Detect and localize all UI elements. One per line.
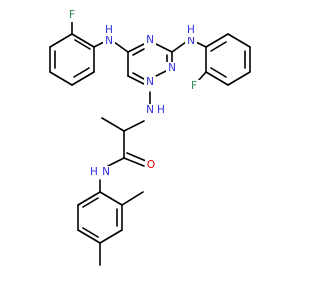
atom-label-hydrogen: H bbox=[90, 166, 98, 178]
molecule-structure: F F H N N H N N N bbox=[49, 9, 251, 266]
atom-nh-left: H N bbox=[103, 24, 115, 48]
atom-nh-amide: N H bbox=[89, 166, 112, 179]
atom-triazine-n-right: N bbox=[166, 62, 178, 75]
atom-label-nitrogen: N bbox=[146, 34, 154, 46]
atom-label-hydrogen: H bbox=[187, 24, 195, 36]
atom-labels: F F H N N H N N N bbox=[66, 9, 200, 179]
atom-label-fluorine: F bbox=[191, 80, 197, 92]
atom-label-nitrogen: N bbox=[105, 35, 113, 47]
molecule-diagram: F F H N N H N N N bbox=[49, 9, 251, 266]
atom-f-right: F bbox=[188, 80, 200, 93]
atom-label-nitrogen: N bbox=[168, 62, 176, 74]
atom-triazine-n-left: N bbox=[144, 76, 156, 89]
atom-label-nitrogen: N bbox=[146, 104, 154, 116]
atom-label-nitrogen: N bbox=[187, 35, 195, 47]
atom-nh-right: N H bbox=[185, 24, 197, 48]
atom-o-carbonyl: O bbox=[145, 159, 157, 172]
atom-triazine-n-top: N bbox=[144, 34, 156, 47]
atom-label-nitrogen: N bbox=[146, 76, 154, 88]
atom-label-fluorine: F bbox=[69, 9, 75, 21]
atom-nh-bottom: N H bbox=[144, 104, 167, 117]
bond-lines bbox=[49, 21, 251, 266]
atom-f-left: F bbox=[66, 9, 78, 22]
atom-label-nitrogen: N bbox=[102, 166, 110, 178]
atom-label-oxygen: O bbox=[147, 159, 155, 171]
atom-label-hydrogen: H bbox=[157, 104, 165, 116]
atom-label-hydrogen: H bbox=[105, 24, 113, 36]
